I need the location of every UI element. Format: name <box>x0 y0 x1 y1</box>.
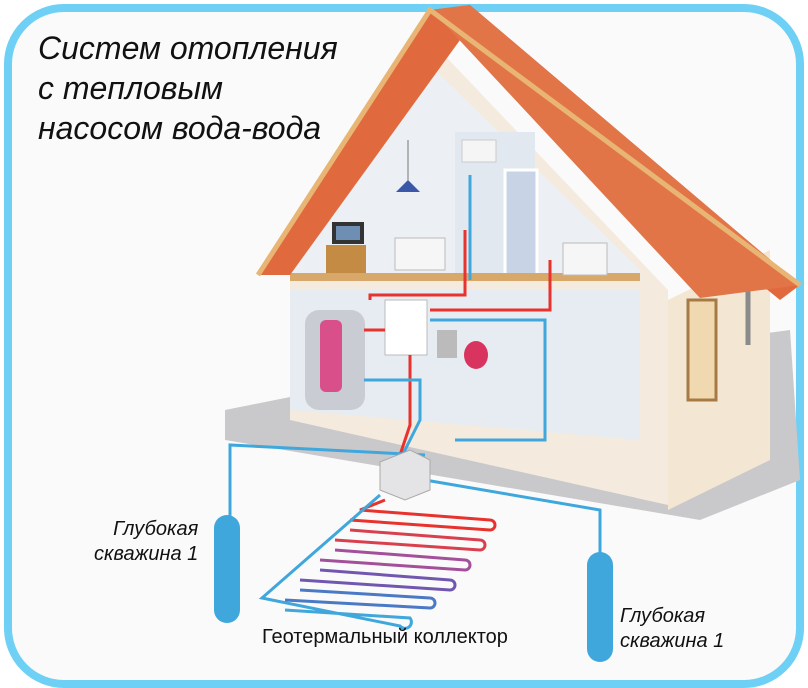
well-pipe-right <box>424 478 602 560</box>
radiator-2 <box>562 242 608 276</box>
geothermal-collector <box>258 493 497 630</box>
diagram-title: Систем отопления с тепловым насосом вода… <box>38 28 338 148</box>
pump-group <box>437 330 457 358</box>
pipes <box>228 175 602 560</box>
collector-loop <box>258 493 413 630</box>
well-left-line-2: скважина 1 <box>94 543 199 565</box>
roof-trim <box>255 6 802 288</box>
well-left <box>214 515 240 623</box>
door <box>503 168 539 277</box>
hot-pipe <box>368 230 467 300</box>
title-line-2: с тепловым <box>38 70 223 106</box>
collector-label: Геотермальный коллектор <box>262 626 508 648</box>
cold-pipe <box>364 378 422 461</box>
basement <box>290 290 640 440</box>
collector-loop <box>334 528 487 552</box>
heat-pump-unit <box>384 299 428 356</box>
tv-stand <box>326 245 366 273</box>
well-pipe-left <box>228 443 426 520</box>
collector-loop <box>349 498 497 532</box>
tank-heat-coil <box>320 320 342 392</box>
collector-loop <box>284 588 437 610</box>
side-window <box>686 298 718 402</box>
well-right-line-2: скважина 1 <box>620 630 725 652</box>
tv-screen <box>336 226 360 240</box>
title-line-1: Систем отопления <box>38 30 338 66</box>
radiator-1 <box>394 237 446 271</box>
roof <box>258 5 800 300</box>
vent <box>461 139 497 163</box>
well-right-line-1: Глубокая <box>620 605 706 627</box>
title-line-3: насосом вода-вода <box>38 110 322 146</box>
manifold-box <box>379 449 431 501</box>
collector-loop <box>299 568 457 592</box>
lamp-icon <box>396 180 420 192</box>
hot-pipe <box>430 260 552 312</box>
hot-pipe <box>398 355 412 456</box>
collector-loop <box>319 548 472 572</box>
expansion-vessel <box>464 341 488 369</box>
well-right-label: Глубокая скважина 1 <box>620 604 724 654</box>
well-left-label: Глубокая скважина 1 <box>94 517 198 567</box>
cold-pipe <box>430 318 547 442</box>
well-right <box>587 552 613 662</box>
well-left-line-1: Глубокая <box>113 518 199 540</box>
